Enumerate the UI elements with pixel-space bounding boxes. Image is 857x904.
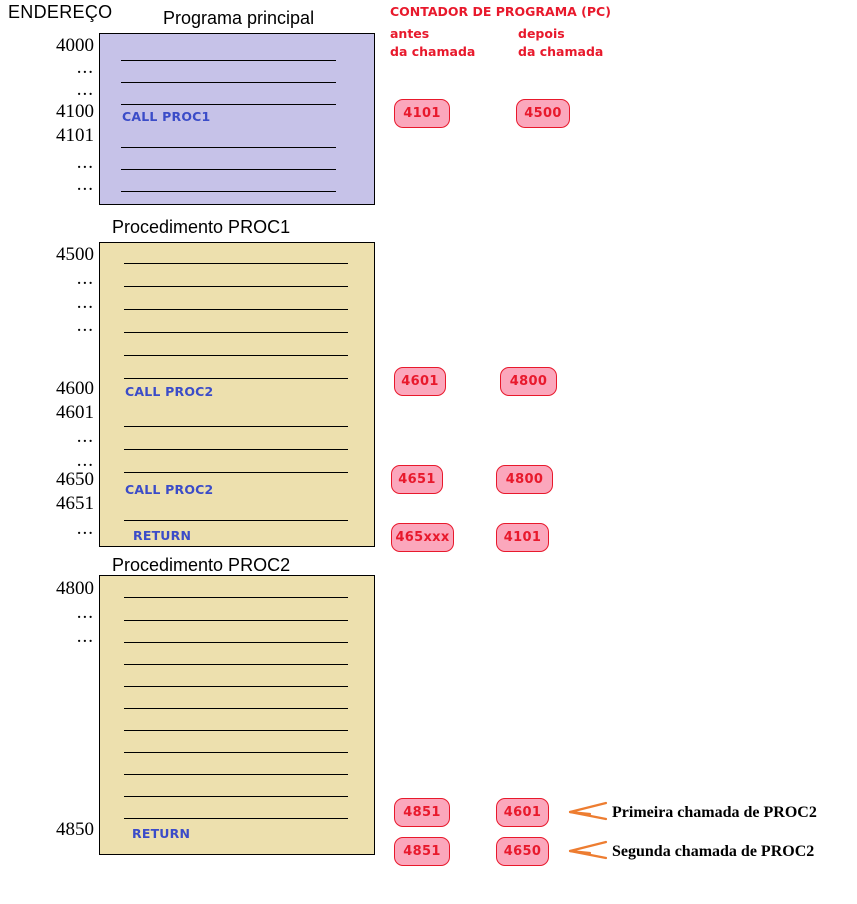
pc-badge-proc2-return2-after: 4650: [496, 837, 549, 866]
pc-badge-main-call-after: 4500: [516, 99, 570, 128]
pc-after-call-label-line2: da chamada: [518, 44, 604, 59]
address-label: 4600: [56, 378, 94, 399]
code-line: [124, 686, 348, 687]
address-label: 4800: [56, 578, 94, 599]
program-counter-title: CONTADOR DE PROGRAMA (PC): [390, 4, 611, 19]
code-line: [124, 355, 348, 356]
address-label: ...: [76, 426, 94, 447]
code-line: [124, 286, 348, 287]
code-line: [124, 309, 348, 310]
first-call-arrow-icon: [568, 801, 608, 821]
code-line: [124, 426, 348, 427]
address-label: 4101: [56, 125, 94, 146]
second-call-arrow-icon: [568, 840, 608, 860]
address-label: 4651: [56, 493, 94, 514]
main-program-title: Programa principal: [163, 8, 315, 28]
instruction-call-proc1: CALL PROC1: [122, 109, 211, 124]
address-label: ...: [76, 626, 94, 647]
second-call-annotation: Segunda chamada de PROC2: [612, 843, 815, 860]
pc-badge-proc2-return1-before: 4851: [394, 798, 450, 827]
code-line: [124, 796, 348, 797]
pc-badge-proc1-call2-after: 4800: [496, 465, 553, 494]
address-label: ...: [76, 57, 94, 78]
pc-badge-proc1-call1-after: 4800: [500, 367, 557, 396]
pc-badge-proc2-return2-before: 4851: [394, 837, 450, 866]
address-label: ...: [76, 450, 94, 471]
address-label: 4601: [56, 402, 94, 423]
code-line: [124, 774, 348, 775]
code-line: [124, 263, 348, 264]
address-label: ...: [76, 602, 94, 623]
address-label: ...: [76, 79, 94, 100]
code-line: [124, 620, 348, 621]
address-label: ...: [76, 315, 94, 336]
address-label: 4000: [56, 35, 94, 56]
code-line: [121, 60, 336, 61]
code-line: [121, 82, 336, 83]
pc-badge-proc2-return1-after: 4601: [496, 798, 549, 827]
first-call-annotation: Primeira chamada de PROC2: [612, 804, 817, 821]
proc1-title: Procedimento PROC1: [112, 217, 291, 237]
code-line: [124, 752, 348, 753]
instruction-call-proc2-first: CALL PROC2: [125, 384, 214, 399]
address-label: ...: [76, 152, 94, 173]
proc2-title: Procedimento PROC2: [112, 555, 291, 575]
pc-badge-proc1-call2-before: 4651: [391, 465, 443, 494]
pc-badge-proc1-call1-before: 4601: [394, 367, 446, 396]
instruction-return-proc1: RETURN: [133, 528, 192, 543]
proc2-block: RETURN: [99, 575, 375, 855]
pc-before-call-label-line2: da chamada: [390, 44, 476, 59]
address-label: 4100: [56, 101, 94, 122]
pc-before-call-label-line1: antes: [390, 26, 430, 41]
code-line: [124, 708, 348, 709]
pc-badge-proc1-return-after: 4101: [496, 523, 549, 552]
address-label: 4850: [56, 819, 94, 840]
code-line: [124, 378, 348, 379]
code-line: [121, 147, 336, 148]
code-line: [124, 818, 348, 819]
code-line: [124, 332, 348, 333]
instruction-return-proc2: RETURN: [132, 826, 191, 841]
address-column-header: ENDEREÇO: [8, 2, 113, 22]
instruction-call-proc2-second: CALL PROC2: [125, 482, 214, 497]
main-program-block: CALL PROC1: [99, 33, 375, 205]
proc1-block: CALL PROC2 CALL PROC2 RETURN: [99, 242, 375, 547]
pc-after-call-label-line1: depois: [518, 26, 565, 41]
address-label: ...: [76, 292, 94, 313]
pc-badge-main-call-before: 4101: [394, 99, 450, 128]
address-label: ...: [76, 174, 94, 195]
address-label: ...: [76, 518, 94, 539]
code-line: [121, 104, 336, 105]
pc-badge-proc1-return-before: 465xxx: [391, 523, 454, 552]
address-label: 4500: [56, 244, 94, 265]
address-label: 4650: [56, 469, 94, 490]
code-line: [121, 191, 336, 192]
code-line: [124, 597, 348, 598]
code-line: [124, 449, 348, 450]
code-line: [124, 642, 348, 643]
code-line: [124, 520, 348, 521]
code-line: [124, 730, 348, 731]
address-label: ...: [76, 268, 94, 289]
code-line: [124, 472, 348, 473]
code-line: [124, 664, 348, 665]
code-line: [121, 169, 336, 170]
